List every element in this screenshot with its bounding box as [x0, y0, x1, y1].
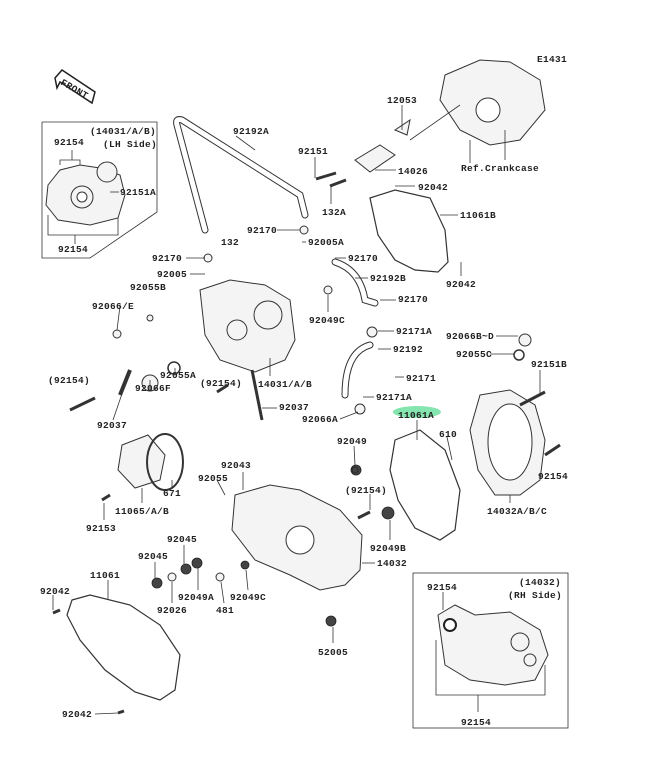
gasket-11061a — [389, 429, 461, 541]
part-label: 92005A — [308, 237, 344, 248]
part-label: 92042 — [418, 182, 448, 193]
part-label: 132 — [221, 237, 239, 248]
part-label: 481 — [216, 605, 234, 616]
part-label: 11061A — [398, 410, 434, 421]
part-label: 92005 — [157, 269, 187, 280]
part-label: 92055C — [456, 349, 492, 360]
part-label: (92154) — [200, 378, 242, 389]
part-label: 92170 — [247, 225, 277, 236]
part-label: 12053 — [387, 95, 417, 106]
part-label: 92154 — [461, 717, 491, 728]
part-label: 92171A — [376, 392, 412, 403]
rh-cover-inset — [435, 592, 549, 712]
part-label: 14032A/B/C — [487, 506, 547, 517]
part-label: (92154) — [48, 375, 90, 386]
part-labels: E1431 (14031/A/B) (LH Side) 92154 92151A… — [40, 54, 568, 728]
part-label: 92055A — [160, 370, 196, 381]
part-label: 92042 — [446, 279, 476, 290]
highlight-mark — [393, 406, 441, 418]
part-label: 92171A — [396, 326, 432, 337]
part-label: 14031/A/B — [258, 379, 312, 390]
part-label: 92037 — [97, 420, 127, 431]
part-label: 92055 — [198, 473, 228, 484]
leader-lines — [52, 105, 541, 715]
part-label: 92066/E — [92, 301, 134, 312]
part-label: 92170 — [348, 253, 378, 264]
left-cover-14031 — [199, 279, 296, 373]
lh-side-inset-frame — [41, 121, 158, 259]
part-label: 92055B — [130, 282, 166, 293]
part-label: 11065/A/B — [115, 506, 169, 517]
part-label: Ref.Crankcase — [461, 163, 539, 174]
part-label: 92043 — [221, 460, 251, 471]
gasket-11061 — [66, 594, 181, 701]
part-label: 92192 — [393, 344, 423, 355]
part-label: 11061B — [460, 210, 496, 221]
part-label: 92151A — [120, 187, 156, 198]
rh-side-inset-frame — [412, 572, 569, 729]
part-label: 92192B — [370, 273, 406, 284]
part-label: 92192A — [233, 126, 269, 137]
part-label: 92154 — [427, 582, 457, 593]
lh-cover-inset — [45, 150, 126, 244]
part-label: 92049C — [309, 315, 345, 326]
part-label: 92045 — [138, 551, 168, 562]
lh-inset-subtitle: (LH Side) — [103, 139, 157, 150]
part-label: 52005 — [318, 647, 348, 658]
part-label: 132A — [322, 207, 346, 218]
bolts — [52, 171, 561, 715]
part-label: 92066B~D — [446, 331, 494, 342]
part-label: 92049C — [230, 592, 266, 603]
front-arrow-logo: FRONT — [54, 69, 96, 105]
part-label: 92151 — [298, 146, 328, 157]
part-label: 92042 — [62, 709, 92, 720]
part-label: 92171 — [406, 373, 436, 384]
part-label: 92049B — [370, 543, 406, 554]
part-label: 92154 — [538, 471, 568, 482]
part-label: 92170 — [398, 294, 428, 305]
part-label: 671 — [163, 488, 181, 499]
rh-inset-subtitle: (RH Side) — [508, 590, 562, 601]
part-label: 92049A — [178, 592, 214, 603]
part-label: 92026 — [157, 605, 187, 616]
part-label: 92037 — [279, 402, 309, 413]
part-label: 92066F — [135, 383, 171, 394]
part-label: 92153 — [86, 523, 116, 534]
lh-inset-title: (14031/A/B) — [90, 126, 156, 137]
part-label: 11061 — [90, 570, 120, 581]
gasket-11061b — [369, 189, 449, 273]
part-label: 92154 — [58, 244, 88, 255]
part-label: 14032 — [377, 558, 407, 569]
part-label: 92170 — [152, 253, 182, 264]
part-label: 92151B — [531, 359, 567, 370]
part-label: 92042 — [40, 586, 70, 597]
part-label: 92066A — [302, 414, 338, 425]
part-label: (92154) — [345, 485, 387, 496]
rh-inset-title: (14032) — [519, 577, 561, 588]
part-label: 92154 — [54, 137, 84, 148]
part-label: 610 — [439, 429, 457, 440]
part-label: 92045 — [167, 534, 197, 545]
part-label: 14026 — [398, 166, 428, 177]
diagram-code: E1431 — [537, 54, 567, 65]
part-label: 92049 — [337, 436, 367, 447]
